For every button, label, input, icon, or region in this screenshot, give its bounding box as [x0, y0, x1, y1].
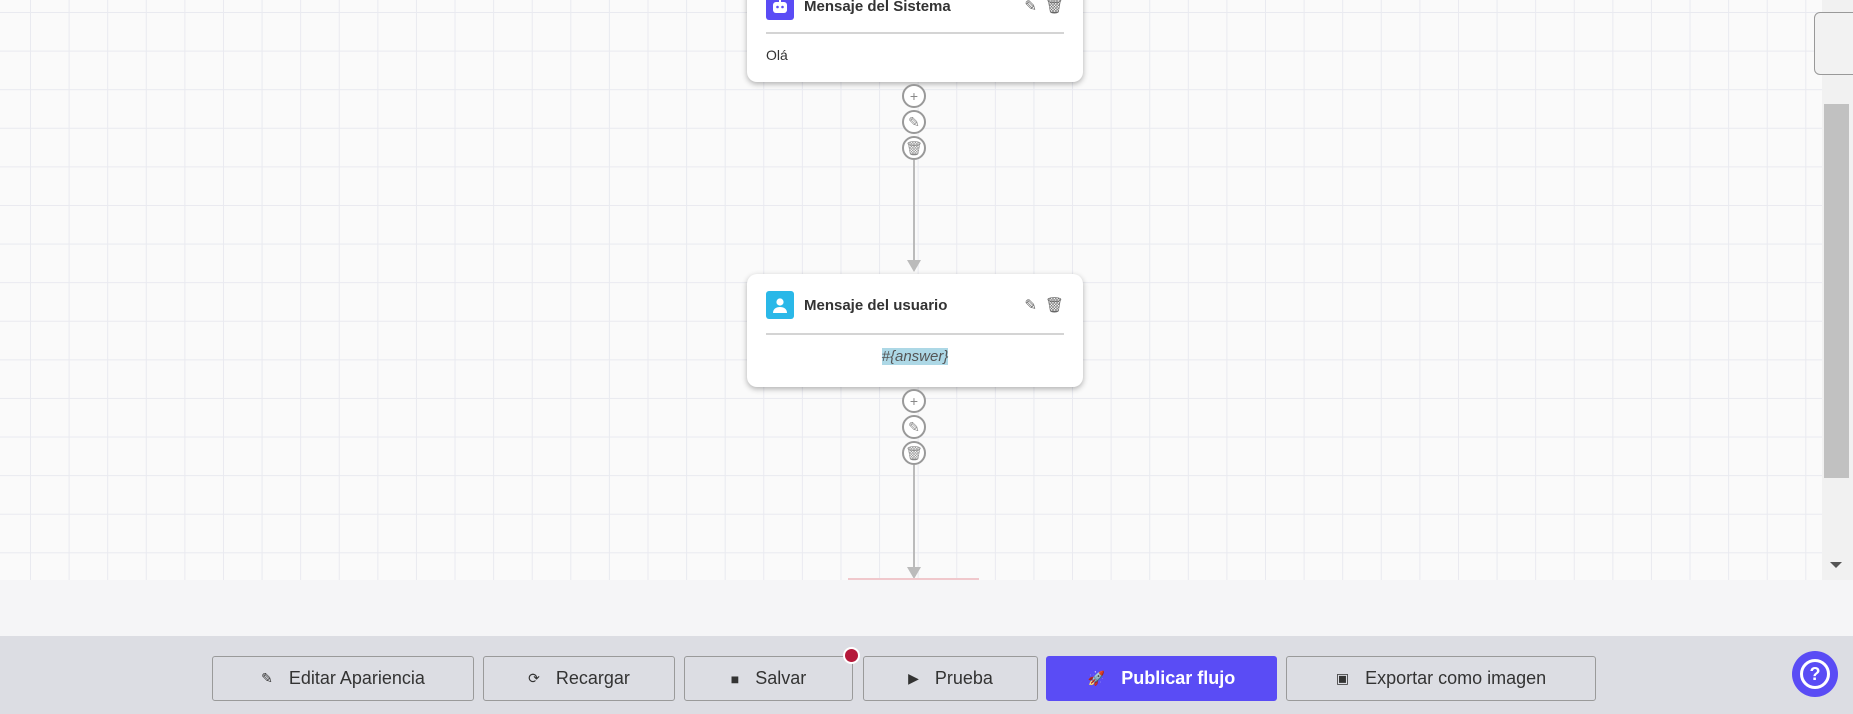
save-button[interactable]: ■ Salvar: [684, 656, 853, 701]
flow-canvas[interactable]: Mensaje del Sistema ✎ 🗑 Olá + ✎ 🗑 Mensaj…: [0, 0, 1822, 580]
button-label: Prueba: [934, 668, 993, 688]
image-icon: ▣: [1335, 670, 1350, 686]
play-icon: ▶: [908, 670, 919, 686]
edit-appearance-button[interactable]: ✎ Editar Apariencia: [212, 656, 474, 701]
button-label: Recargar: [555, 668, 630, 688]
reload-button[interactable]: ⟳ Recargar: [483, 656, 675, 701]
node-content: #{answer}: [881, 348, 949, 365]
button-label: Editar Apariencia: [288, 668, 425, 688]
connector-line: [913, 160, 915, 260]
help-button[interactable]: ?: [1792, 651, 1838, 697]
node-title: Mensaje del usuario: [804, 296, 948, 314]
connector-line: [913, 465, 915, 569]
rocket-icon: 🚀: [1087, 670, 1106, 686]
floppy-disk-icon: ■: [730, 670, 740, 687]
edit-connection-button[interactable]: ✎: [902, 415, 926, 439]
arrow-down-icon: [907, 567, 921, 579]
button-label: Salvar: [755, 668, 807, 688]
delete-connection-button[interactable]: 🗑: [902, 136, 926, 160]
vertical-scrollbar[interactable]: [1822, 0, 1853, 580]
unsaved-changes-dot: [843, 647, 860, 664]
test-button[interactable]: ▶ Prueba: [863, 656, 1038, 701]
edit-icon: ✎: [261, 670, 273, 686]
export-image-button[interactable]: ▣ Exportar como imagen: [1286, 656, 1596, 701]
button-label: Exportar como imagen: [1365, 668, 1547, 688]
arrow-down-icon: [907, 260, 921, 272]
trash-icon[interactable]: 🗑: [1044, 297, 1064, 314]
node-user-message[interactable]: Mensaje del usuario ✎ 🗑 #{answer}: [747, 274, 1083, 387]
node-system-message[interactable]: Mensaje del Sistema ✎ 🗑 Olá: [747, 0, 1083, 82]
trash-icon[interactable]: 🗑: [1044, 0, 1064, 15]
minimap-panel[interactable]: [1814, 12, 1853, 75]
add-node-button[interactable]: +: [902, 389, 926, 413]
scrollbar-thumb[interactable]: [1824, 104, 1849, 478]
scroll-down-arrow-icon[interactable]: [1830, 562, 1842, 568]
refresh-icon: ⟳: [528, 670, 540, 686]
next-node-edge: [848, 578, 979, 580]
user-icon: [766, 291, 794, 319]
question-icon: ?: [1800, 659, 1830, 689]
add-node-button[interactable]: +: [902, 84, 926, 108]
pencil-icon[interactable]: ✎: [1024, 0, 1037, 15]
robot-icon: [766, 0, 794, 20]
delete-connection-button[interactable]: 🗑: [902, 441, 926, 465]
pencil-icon[interactable]: ✎: [1024, 297, 1037, 314]
publish-flow-button[interactable]: 🚀 Publicar flujo: [1046, 656, 1277, 701]
node-content: Olá: [766, 47, 788, 63]
node-title: Mensaje del Sistema: [804, 0, 951, 15]
bottom-toolbar: ✎ Editar Apariencia ⟳ Recargar ■ Salvar ▶ Pr…: [0, 636, 1853, 714]
edit-connection-button[interactable]: ✎: [902, 110, 926, 134]
button-label: Publicar flujo: [1121, 668, 1236, 688]
